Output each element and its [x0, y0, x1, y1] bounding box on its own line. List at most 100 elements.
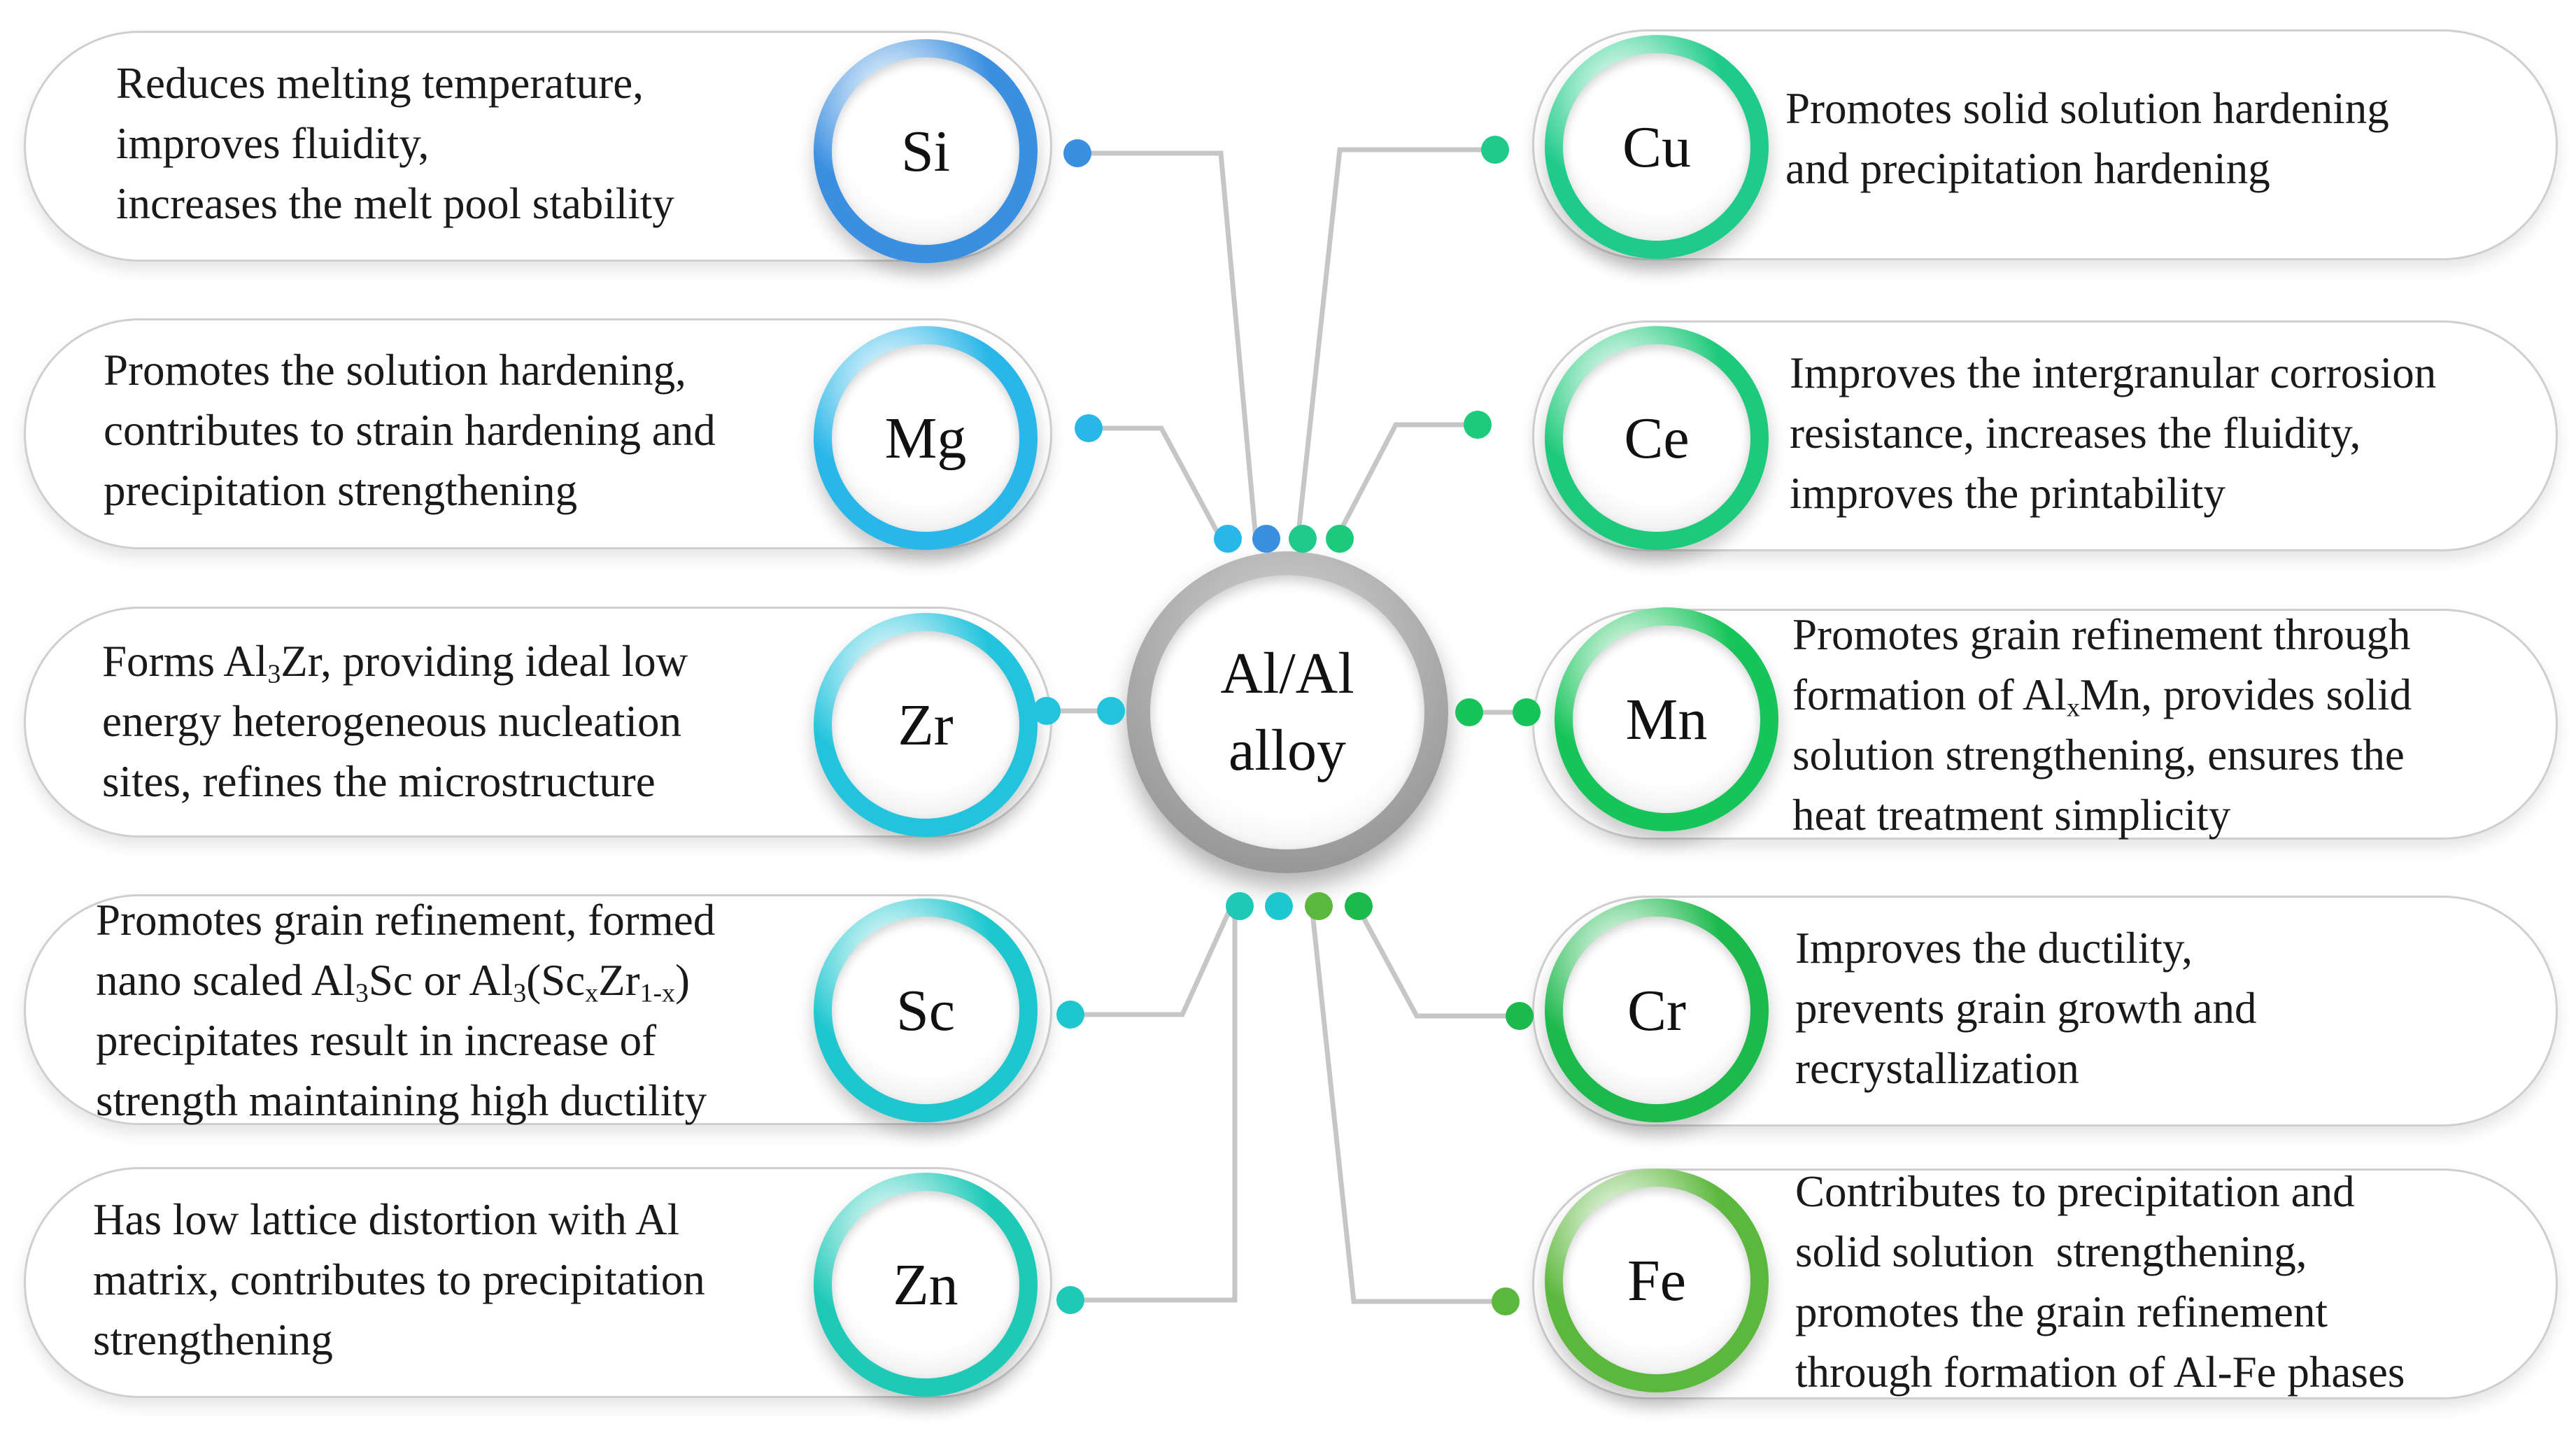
connector-dot-ce — [1326, 525, 1354, 553]
line-text: Promotes grain refinement, formed — [96, 896, 716, 945]
description-line: Has low lattice distortion with Al — [93, 1190, 705, 1250]
line-text: energy heterogeneous nucleation — [102, 697, 682, 746]
connector-fe — [1309, 905, 1506, 1304]
connector-cu — [1295, 147, 1495, 539]
line-text: Forms Al — [102, 637, 268, 686]
connector-dot-fe — [1492, 1287, 1520, 1315]
line-text: (Sc — [526, 956, 586, 1005]
line-text: increases the melt pool stability — [116, 179, 674, 228]
element-circle-mn: Mn — [1555, 607, 1778, 831]
element-circle-mg: Mg — [814, 326, 1038, 550]
line-text: solid solution strengthening, — [1795, 1227, 2307, 1276]
description-line: Contributes to precipitation and — [1795, 1162, 2405, 1222]
line-text: matrix, contributes to precipitation — [93, 1255, 705, 1304]
line-text: Zr — [598, 956, 640, 1005]
description-line: prevents grain growth and — [1795, 978, 2257, 1038]
description-cu: Promotes solid solution hardening and pre… — [1785, 78, 2389, 199]
element-symbol-cu: Cu — [1622, 114, 1692, 180]
line-text: precipitates result in increase of — [96, 1016, 657, 1065]
connector-dot-cu — [1481, 136, 1509, 164]
line-text: Improves the intergranular corrosion — [1790, 348, 2437, 397]
connector-ce — [1333, 422, 1478, 540]
description-si: Reduces melting temperature,improves flu… — [116, 53, 674, 234]
element-symbol-fe: Fe — [1627, 1248, 1686, 1313]
connector-dot-cr — [1506, 1002, 1534, 1030]
description-line: nano scaled Al3Sc or Al3(ScxZr1-x) — [96, 950, 715, 1010]
element-symbol-cr: Cr — [1627, 977, 1686, 1043]
element-symbol-zr: Zr — [898, 692, 954, 758]
subscript-text: 3 — [267, 659, 281, 689]
connector-dot-mg — [1214, 525, 1242, 553]
description-line: Improves the intergranular corrosion — [1790, 343, 2436, 403]
line-text: Promotes solid solution hardening — [1785, 84, 2389, 133]
element-symbol-mg: Mg — [884, 405, 967, 471]
description-line: strengthening — [93, 1310, 705, 1370]
line-text: strength maintaining high ductility — [96, 1076, 707, 1125]
description-line: improves the printability — [1790, 463, 2436, 523]
subscript-text: 1-x — [639, 978, 675, 1008]
line-text: contributes to strain hardening and — [104, 406, 716, 455]
subscript-text: x — [585, 978, 599, 1008]
connector-dot-si — [1252, 525, 1280, 553]
description-ce: Improves the intergranular corrosion resi… — [1790, 343, 2436, 523]
description-line: energy heterogeneous nucleation — [102, 691, 688, 751]
description-line: precipitates result in increase of — [96, 1010, 715, 1071]
line-text: Zr, providing ideal low — [281, 637, 688, 686]
line-text: Improves the ductility, — [1795, 924, 2193, 973]
subscript-text: 3 — [355, 978, 369, 1008]
connector-dot-cr — [1345, 892, 1373, 920]
connector-dot-sc — [1265, 892, 1293, 920]
connector-dot-zn — [1226, 892, 1254, 920]
line-text: sites, refines the microstructure — [102, 757, 656, 806]
description-line: Promotes solid solution hardening — [1785, 78, 2389, 139]
element-circle-zr: Zr — [814, 613, 1038, 837]
description-line: improves fluidity, — [116, 113, 674, 174]
description-line: precipitation strengthening — [104, 460, 716, 521]
line-text: resistance, increases the fluidity, — [1790, 409, 2361, 458]
element-symbol-zn: Zn — [893, 1252, 958, 1318]
element-symbol-ce: Ce — [1624, 405, 1690, 471]
element-symbol-si: Si — [900, 118, 951, 184]
element-circle-zn: Zn — [814, 1173, 1038, 1397]
line-text: ) — [674, 956, 690, 1005]
description-zr: Forms Al3Zr, providing ideal low energy h… — [102, 631, 688, 812]
element-symbol-sc: Sc — [896, 977, 955, 1043]
connector-dot-mn — [1455, 698, 1483, 726]
description-line: strength maintaining high ductility — [96, 1071, 715, 1131]
line-text: and precipitation hardening — [1785, 144, 2270, 193]
description-line: Improves the ductility, — [1795, 918, 2257, 978]
description-line: through formation of Al-Fe phases — [1795, 1342, 2405, 1402]
description-zn: Has low lattice distortion with Al matrix… — [93, 1190, 705, 1370]
connector-mg — [1089, 425, 1224, 540]
connector-si — [1077, 150, 1259, 539]
description-line: solution strengthening, ensures the — [1792, 725, 2412, 785]
connector-dot-sc — [1056, 1001, 1084, 1029]
connector-dot-ce — [1464, 411, 1492, 439]
description-line: heat treatment simplicity — [1792, 785, 2412, 845]
element-circle-cr: Cr — [1545, 898, 1769, 1122]
line-text: Contributes to precipitation and — [1795, 1167, 2355, 1216]
description-line: Forms Al3Zr, providing ideal low — [102, 631, 688, 691]
connector-zn — [1070, 906, 1238, 1303]
description-line: Promotes grain refinement, formed — [96, 890, 715, 950]
description-line: solid solution strengthening, — [1795, 1222, 2405, 1282]
line-text: Has low lattice distortion with Al — [93, 1195, 680, 1244]
description-fe: Contributes to precipitation and solid so… — [1795, 1162, 2405, 1402]
description-line: resistance, increases the fluidity, — [1790, 403, 2436, 463]
description-line: contributes to strain hardening and — [104, 400, 716, 460]
line-text: through formation of Al-Fe phases — [1795, 1348, 2405, 1397]
element-symbol-mn: Mn — [1625, 686, 1708, 752]
line-text: solution strengthening, ensures the — [1792, 730, 2405, 779]
connector-dot-mn — [1513, 698, 1541, 726]
description-line: matrix, contributes to precipitation — [93, 1250, 705, 1310]
center-label-line1: Al/Al — [1220, 641, 1354, 706]
line-text: precipitation strengthening — [104, 466, 578, 515]
line-text: formation of Al — [1792, 670, 2067, 719]
connector-dot-zr — [1033, 697, 1061, 725]
element-circle-si: Si — [814, 39, 1038, 263]
line-text: Promotes the solution hardening, — [104, 346, 686, 395]
line-text: strengthening — [93, 1315, 333, 1364]
